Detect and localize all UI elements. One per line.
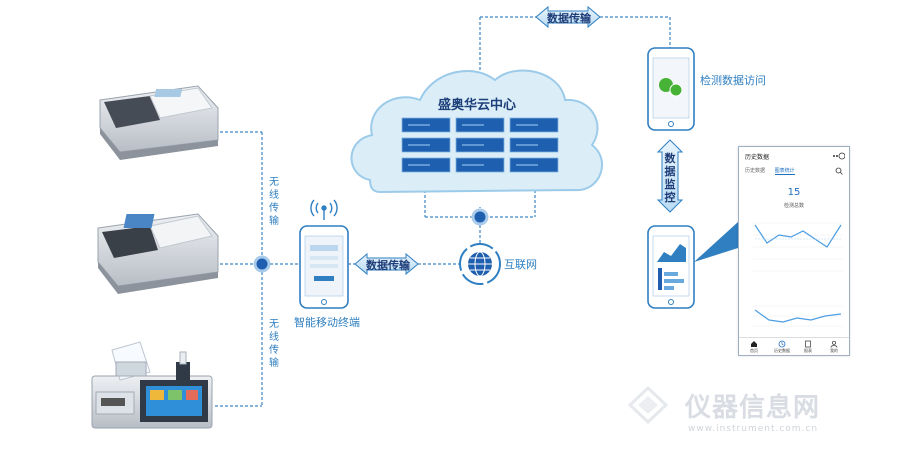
- spectrophotometer-1: [99, 85, 219, 160]
- watermark-text: 仪器信息网: [685, 393, 821, 423]
- server-rack: [401, 117, 559, 173]
- internet-label: 互联网: [504, 258, 537, 271]
- app-screen: 历史数据 历史数据 图表统计 15 检测总数: [738, 146, 850, 356]
- watermark-url: www.instrument.com.cn: [688, 424, 819, 434]
- data-access-label: 检测数据访问: [700, 74, 766, 87]
- report-icon[interactable]: [804, 340, 812, 348]
- app-title: 历史数据: [745, 154, 770, 161]
- monitor-label: 数据监控: [664, 152, 676, 204]
- test-count-label: 检测总数: [783, 203, 804, 209]
- search-icon[interactable]: [835, 167, 843, 175]
- nav-report[interactable]: 报表: [804, 348, 812, 353]
- wireless-label-top: 无线传输: [269, 177, 279, 227]
- mobile-terminal-label: 智能移动终端: [294, 316, 360, 329]
- callout-pointer: [694, 222, 738, 262]
- nav-history[interactable]: 历史数据: [774, 348, 790, 353]
- watermark-logo: [627, 385, 669, 425]
- spectrophotometer-2: [97, 213, 219, 294]
- monitor-phone: [647, 225, 695, 309]
- wireless-label-bottom: 无线传输: [269, 319, 279, 369]
- mobile-terminal-phone: [299, 225, 349, 309]
- cloud-title: 盛奥华云中心: [438, 98, 517, 113]
- mid-transfer-label: 数据传输: [366, 259, 410, 272]
- user-icon[interactable]: [830, 340, 838, 348]
- cloud-node: [471, 208, 489, 226]
- data-access-phone: [647, 47, 695, 131]
- nav-mine[interactable]: 我的: [830, 348, 838, 353]
- test-count: 15: [787, 187, 801, 198]
- server-slots: [408, 124, 538, 166]
- wifi-antenna-icon: [310, 199, 338, 220]
- internet-globe-icon: [459, 243, 501, 285]
- app-line-chart-1: [753, 222, 843, 272]
- clock-icon[interactable]: [778, 340, 786, 348]
- app-tabs: 历史数据 图表统计: [745, 167, 803, 175]
- app-menu-icon: [833, 152, 845, 160]
- mid-transfer-arrow: [354, 252, 419, 276]
- top-transfer-arrow: [535, 5, 601, 29]
- connection-lines: [215, 16, 671, 407]
- bus-node: [253, 255, 271, 273]
- home-icon[interactable]: [750, 340, 758, 348]
- tab-history[interactable]: 历史数据: [745, 168, 766, 174]
- app-line-chart-2: [753, 305, 843, 327]
- monitor-arrow: [656, 139, 684, 213]
- tab-chart[interactable]: 图表统计: [774, 168, 795, 175]
- top-transfer-label: 数据传输: [547, 12, 591, 25]
- analyzer-3: [91, 341, 213, 429]
- app-bottom-nav: 首页 历史数据 报表 我的: [739, 337, 849, 356]
- nav-home[interactable]: 首页: [750, 348, 758, 353]
